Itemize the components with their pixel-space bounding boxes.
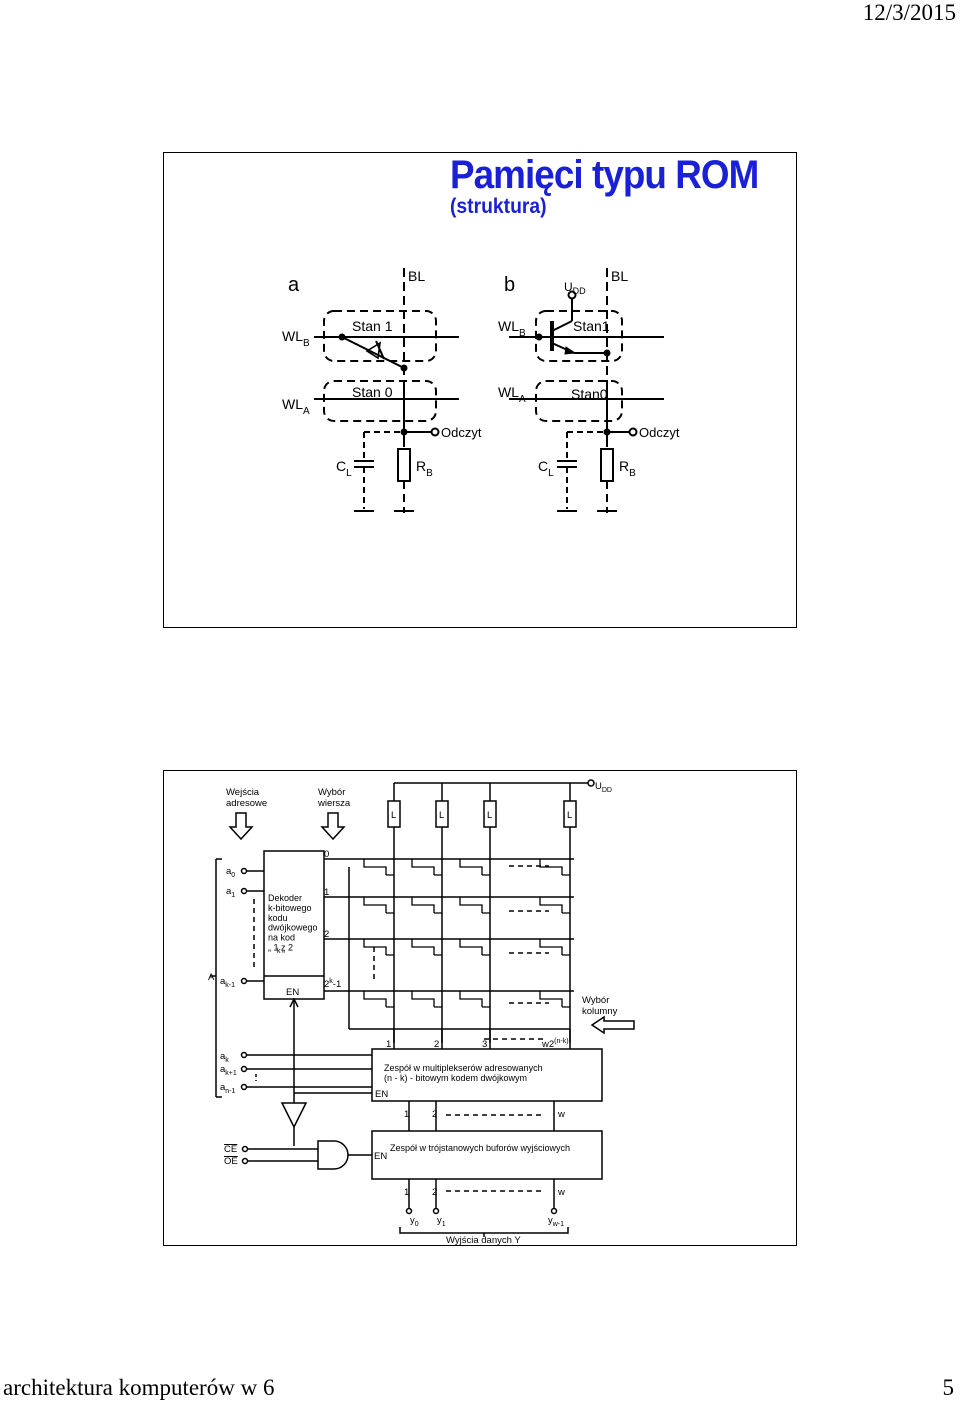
svg-text:0: 0 <box>324 849 329 860</box>
load-last: L <box>567 810 572 821</box>
svg-text:WLA: WLA <box>498 384 526 405</box>
read-a-label: Odczyt <box>441 425 482 440</box>
svg-text:2: 2 <box>324 929 329 940</box>
svg-text:“: “ <box>282 949 285 959</box>
slide-subtitle: (struktura) <box>450 195 547 218</box>
svg-text:UDD: UDD <box>564 280 586 296</box>
mux-en-label: EN <box>375 1089 388 1100</box>
svg-text:1: 1 <box>324 887 329 898</box>
svg-text:3: 3 <box>482 1039 487 1050</box>
svg-text:a0: a0 <box>226 866 235 879</box>
svg-text:ak-1: ak-1 <box>220 976 235 989</box>
svg-text:2k-1: 2k-1 <box>324 978 341 990</box>
state0-b-label: Stan0 <box>571 386 608 402</box>
ce-label: CE <box>224 1144 237 1155</box>
svg-text:ak: ak <box>220 1051 229 1064</box>
read-b-label: Odczyt <box>639 425 680 440</box>
diagram-a-label: a <box>288 274 300 296</box>
svg-text:RB: RB <box>416 458 433 479</box>
decoder-en-label: EN <box>286 987 299 998</box>
svg-text:UDD: UDD <box>595 781 612 794</box>
rom-cell-diagrams: a BL WLB Stan 1 WLA Stan 0 Odczyt CL RB … <box>282 268 680 513</box>
svg-text:an-1: an-1 <box>220 1082 236 1095</box>
svg-text:w: w <box>557 1109 565 1120</box>
svg-text:CL: CL <box>538 458 554 479</box>
outputs-label: Wyjścia danych Y <box>446 1235 521 1246</box>
svg-text:RB: RB <box>619 458 636 479</box>
svg-text:CL: CL <box>336 458 352 479</box>
load-3: L <box>487 810 492 821</box>
svg-text:1: 1 <box>404 1109 409 1120</box>
svg-text:k: k <box>277 948 281 955</box>
slide-title: Pamięci typu ROM <box>450 153 759 197</box>
svg-text:1: 1 <box>386 1039 391 1050</box>
bitline-a-label: BL <box>408 268 425 284</box>
svg-text:2: 2 <box>432 1109 437 1120</box>
buffer-en-label: EN <box>374 1151 387 1162</box>
state1-b-label: Stan1 <box>573 318 610 334</box>
svg-text:a1: a1 <box>226 886 235 899</box>
state1-a-label: Stan 1 <box>352 318 393 334</box>
page-number: 5 <box>942 1375 955 1400</box>
svg-text:w: w <box>557 1187 565 1198</box>
load-1: L <box>391 810 396 821</box>
svg-text:WLB: WLB <box>498 318 526 339</box>
svg-text:ak+1: ak+1 <box>220 1064 237 1077</box>
svg-text:2: 2 <box>434 1039 439 1050</box>
oe-label: OE <box>224 1156 238 1167</box>
svg-text:y0: y0 <box>410 1215 419 1228</box>
mux-label: Zespół w multiplekserów adresowanych(n -… <box>384 1063 543 1083</box>
slide-rom-structure: Pamięci typu ROM (struktura) <box>163 152 797 628</box>
bitline-b-label: BL <box>611 268 628 284</box>
load-2: L <box>439 810 444 821</box>
buffer-label: Zespół w trójstanowych buforów wyjściowy… <box>390 1143 570 1153</box>
diagram-b-label: b <box>504 274 515 296</box>
date: 12/3/2015 <box>862 0 956 25</box>
svg-text:WLA: WLA <box>282 396 310 417</box>
svg-text:1: 1 <box>404 1187 409 1198</box>
svg-text:y1: y1 <box>437 1215 446 1228</box>
svg-text:WLB: WLB <box>282 328 310 349</box>
state0-a-label: Stan 0 <box>352 384 393 400</box>
footer-course: architektura komputerów w 6 <box>3 1375 275 1400</box>
bus-a-label: A <box>208 972 215 983</box>
svg-text:w2(n-k): w2(n-k) <box>541 1038 569 1050</box>
svg-text:yw-1: yw-1 <box>548 1215 564 1228</box>
svg-text:2: 2 <box>432 1187 437 1198</box>
